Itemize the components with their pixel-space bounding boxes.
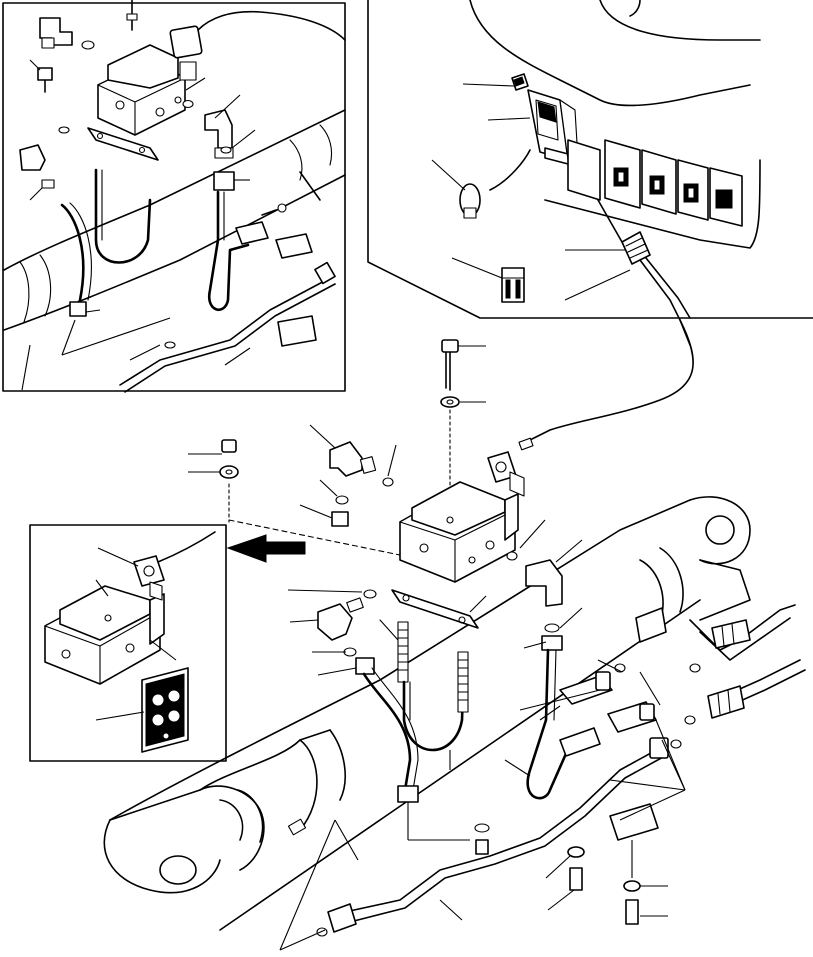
threaded-pipe — [379, 619, 409, 683]
inset-pipe-clamps — [235, 171, 321, 347]
rigid-line — [316, 747, 666, 937]
solenoid-valve-block — [399, 481, 519, 583]
washer-stack-left — [188, 439, 239, 523]
seal-kit — [141, 667, 189, 753]
main-cable — [519, 319, 694, 446]
quick-couplers — [635, 604, 806, 725]
inset-washers — [58, 40, 232, 349]
pipe-clamps — [559, 663, 682, 841]
harness-connector — [597, 199, 691, 346]
inset-mounting-bracket — [87, 127, 159, 161]
hydraulic-hose — [362, 667, 470, 841]
elbow-fitting-lower — [287, 589, 377, 676]
inset2-connector — [133, 531, 216, 601]
relay — [511, 73, 529, 91]
inset-elbow-fitting-left — [37, 17, 73, 93]
top-left-inset — [2, 0, 346, 393]
inset-rigid-pipe-u — [207, 190, 250, 311]
inset2-leader-lines — [95, 547, 177, 721]
leader-fan-right — [609, 719, 686, 821]
inset-hose — [60, 202, 92, 317]
top-right-inset — [367, 0, 813, 346]
bolts-bottom — [545, 840, 668, 925]
inset-boom-cylinder — [3, 109, 346, 331]
dashboard-panel — [469, 0, 761, 249]
inset-bolt — [126, 0, 138, 31]
bulb — [459, 183, 481, 219]
bottom-left-inset — [29, 524, 227, 762]
dash-leader-lines — [431, 83, 631, 301]
inset-solenoid-valve-block — [97, 44, 186, 136]
fuse — [501, 267, 525, 303]
elbow-fitting-top — [299, 424, 397, 527]
elbow-fitting-right — [506, 519, 583, 651]
inset2-solenoid-valve-block — [44, 585, 165, 685]
main-diagram — [103, 319, 806, 951]
rigid-pipe-right — [526, 648, 574, 800]
rigid-pipe-u — [402, 651, 469, 770]
arrow-left-icon — [226, 534, 306, 563]
inset-u-pipe — [94, 168, 152, 264]
switch-panel — [567, 139, 743, 227]
inset-rigid-line — [119, 261, 336, 393]
main-leader-lines — [504, 659, 661, 777]
inset-elbow-fitting-lower — [19, 144, 55, 189]
mounting-bracket — [391, 589, 487, 629]
rocker-switch — [527, 89, 579, 166]
leader-fan-left — [279, 819, 359, 951]
inset-leader-lines — [21, 59, 256, 391]
solenoid-connector — [487, 451, 525, 497]
inset-electrical-connector — [169, 10, 346, 81]
